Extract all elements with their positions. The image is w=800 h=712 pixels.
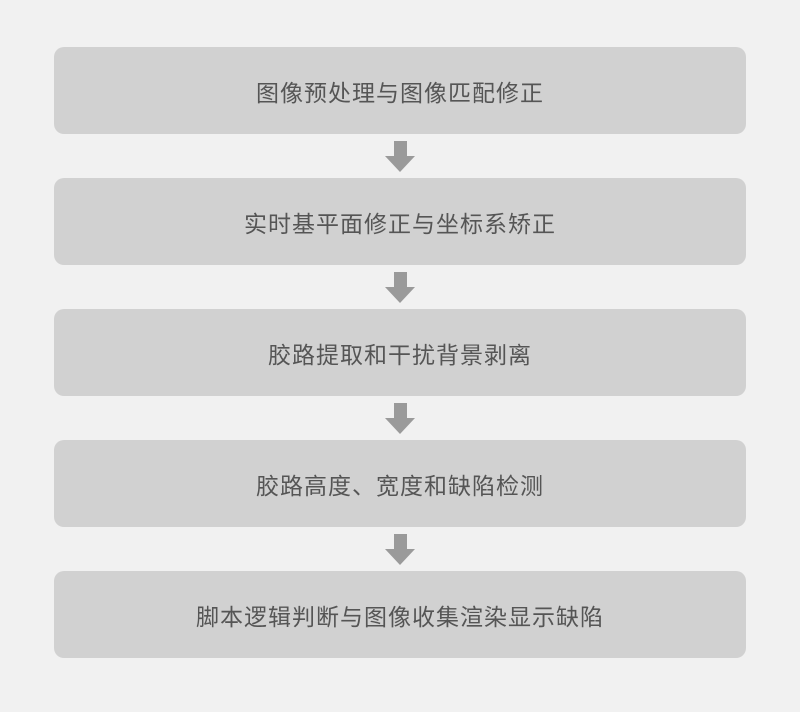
flow-step-3: 胶路提取和干扰背景剥离 [54, 309, 746, 396]
arrow-head [385, 286, 415, 303]
flowchart: 图像预处理与图像匹配修正 实时基平面修正与坐标系矫正 胶路提取和干扰背景剥离 胶… [54, 0, 746, 658]
arrow-shaft [393, 533, 407, 549]
flow-step-4: 胶路高度、宽度和缺陷检测 [54, 440, 746, 527]
down-arrow-icon [385, 134, 415, 178]
down-arrow-icon [385, 396, 415, 440]
arrow-head [385, 155, 415, 172]
flow-step-1: 图像预处理与图像匹配修正 [54, 47, 746, 134]
arrow-head [385, 548, 415, 565]
flow-step-4-label: 胶路高度、宽度和缺陷检测 [256, 472, 544, 499]
flow-step-2-label: 实时基平面修正与坐标系矫正 [244, 210, 556, 237]
flow-step-1-label: 图像预处理与图像匹配修正 [256, 79, 544, 106]
flow-step-2: 实时基平面修正与坐标系矫正 [54, 178, 746, 265]
arrow-shaft [393, 271, 407, 287]
down-arrow-icon [385, 527, 415, 571]
down-arrow-icon [385, 265, 415, 309]
arrow-shaft [393, 140, 407, 156]
arrow-head [385, 417, 415, 434]
flow-step-3-label: 胶路提取和干扰背景剥离 [268, 341, 532, 368]
arrow-shaft [393, 402, 407, 418]
flow-step-5: 脚本逻辑判断与图像收集渲染显示缺陷 [54, 571, 746, 658]
flow-step-5-label: 脚本逻辑判断与图像收集渲染显示缺陷 [196, 603, 604, 630]
